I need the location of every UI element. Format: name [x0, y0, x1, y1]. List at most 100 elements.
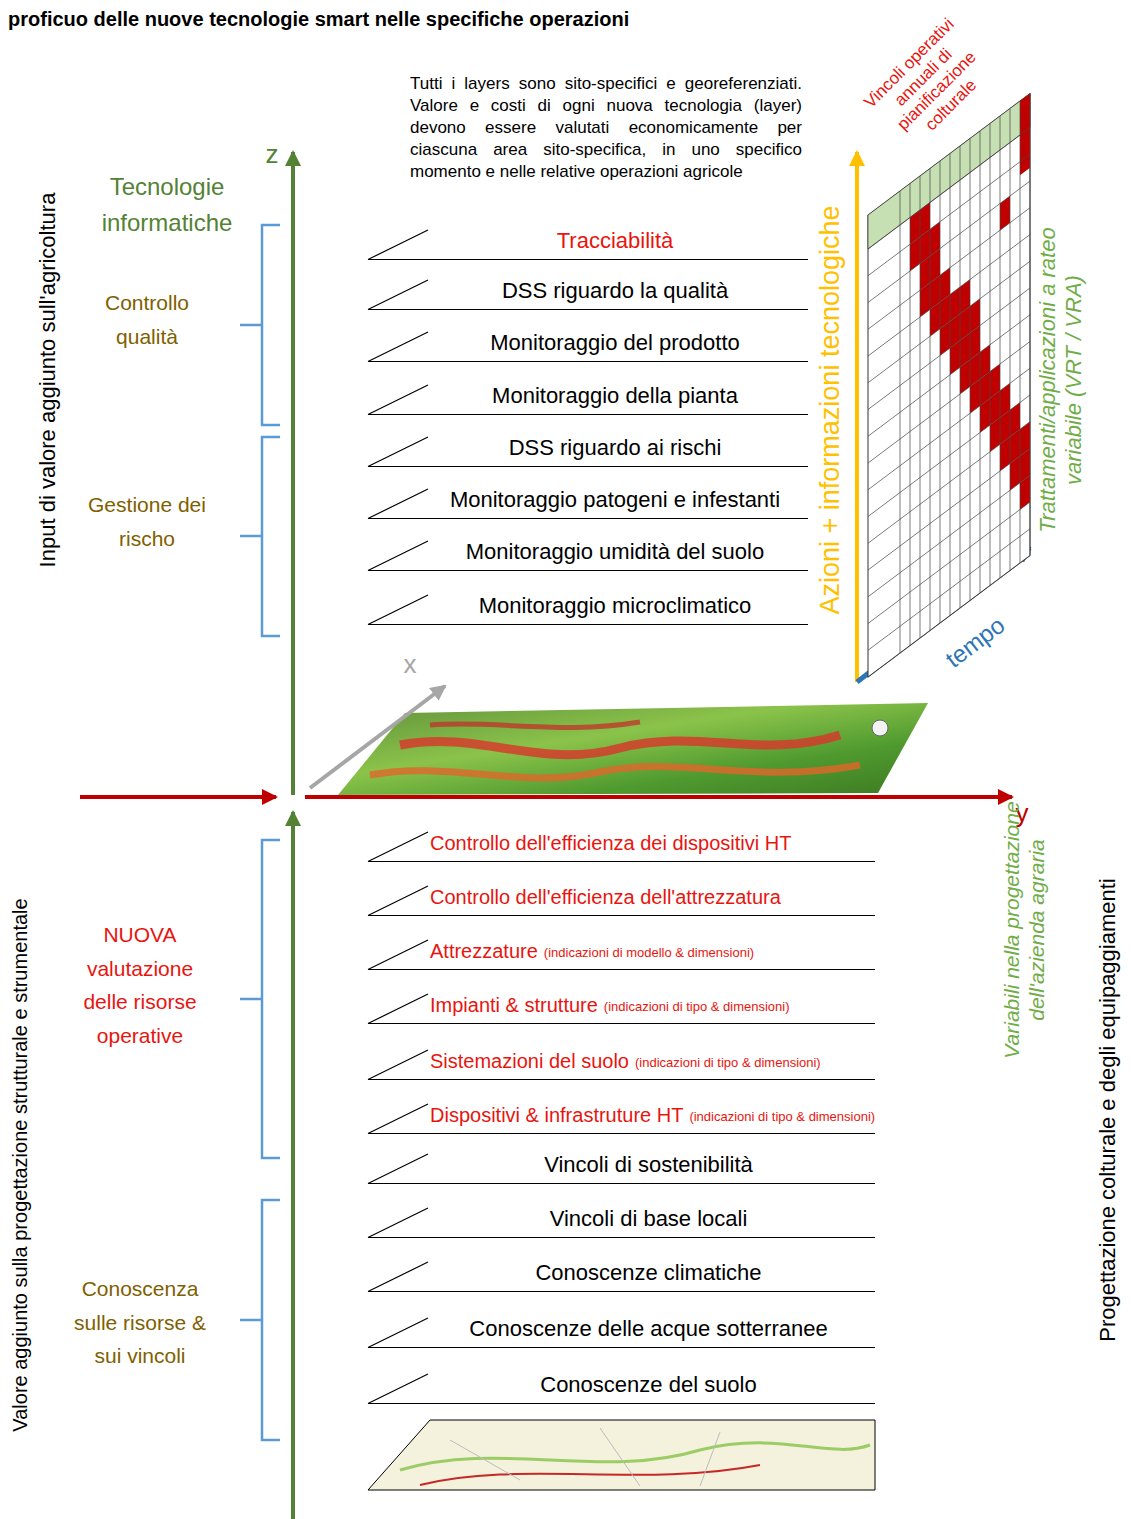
layer-label: Conoscenze climatiche	[535, 1260, 761, 1285]
layer-edge	[368, 940, 875, 970]
chart-col	[930, 169, 931, 631]
chart-frame	[868, 94, 1030, 678]
chart-col	[970, 139, 971, 601]
chart-row	[868, 315, 1030, 437]
layer-note: (indicazioni di modello & dimensioni)	[544, 946, 754, 963]
layer-plane: Conoscenze climatiche	[368, 1248, 875, 1292]
group-label: Controllo qualità	[77, 286, 217, 353]
chart-col	[1020, 101, 1021, 563]
layer-note: (indicazioni di tipo & dimensioni)	[689, 1110, 875, 1127]
layer-plane: Tracciabilità	[368, 216, 808, 260]
diagram-title: proficuo delle nuove tecnologie smart ne…	[8, 8, 629, 31]
chart-col	[1000, 116, 1001, 578]
layer-note: (indicazioni di tipo & dimensioni)	[635, 1056, 821, 1073]
layer-label: Controllo dell'efficienza dei dispositiv…	[430, 832, 791, 855]
chart-row	[868, 422, 1030, 544]
z-axis-lower	[291, 812, 295, 1519]
layer-plane: Vincoli di base locali	[368, 1194, 875, 1238]
layer-label: Vincoli di sostenibilità	[544, 1152, 753, 1177]
chart-row	[868, 395, 1030, 517]
axis-label: Variabili nella progettazione dell'azien…	[999, 780, 1049, 1080]
z-axis	[291, 152, 295, 795]
layer-plane: Attrezzature(indicazioni di modello & di…	[368, 926, 875, 970]
group-label: x	[404, 648, 417, 682]
chart-row	[868, 475, 1030, 597]
chart-col	[980, 131, 981, 593]
chart-row	[868, 181, 1030, 303]
field-map	[338, 703, 928, 795]
chart-row	[868, 128, 1030, 250]
axis-label: Valore aggiunto sulla progettazione stru…	[7, 898, 33, 1431]
layer-label: Monitoraggio della pianta	[492, 383, 738, 408]
layer-plane: Monitoraggio della pianta	[368, 371, 808, 415]
chart-row	[868, 449, 1030, 571]
layer-label: Impianti & strutture	[430, 994, 598, 1017]
layer-plane: Sistemazioni del suolo(indicazioni di ti…	[368, 1036, 875, 1080]
group-label: Conoscenza sulle risorse & sui vincoli	[65, 1272, 215, 1373]
layer-plane: Controllo dell'efficienza dei dispositiv…	[368, 818, 875, 862]
planning-chart	[868, 94, 1030, 678]
layer-plane: Vincoli di sostenibilità	[368, 1140, 875, 1184]
layer-edge	[368, 994, 875, 1024]
layer-plane: Monitoraggio del prodotto	[368, 318, 808, 362]
layer-label: Conoscenze delle acque sotterranee	[469, 1316, 827, 1341]
chart-col	[900, 191, 901, 653]
chart-cell	[1020, 475, 1030, 509]
layer-label: Dispositivi & infrastruture HT	[430, 1104, 683, 1127]
layer-label: DSS riguardo la qualità	[502, 278, 728, 303]
chart-col	[990, 124, 991, 586]
chart-col	[1010, 109, 1011, 571]
layer-plane: Monitoraggio microclimatico	[368, 581, 808, 625]
chart-row	[868, 368, 1030, 490]
y-axis	[305, 795, 1012, 799]
axis-label: tempo	[939, 609, 1011, 674]
layer-label: Controllo dell'efficienza dell'attrezzat…	[430, 886, 781, 909]
layer-plane: Conoscenze del suolo	[368, 1360, 875, 1404]
base-map	[368, 1420, 875, 1490]
layer-edge	[368, 886, 875, 916]
layer-label: Monitoraggio umidità del suolo	[466, 539, 764, 564]
axis-label: Azioni + informazioni tecnologiche	[813, 206, 848, 615]
chart-row	[868, 502, 1030, 624]
chart-row	[868, 342, 1030, 464]
group-label: NUOVA valutazione delle risorse operativ…	[65, 918, 215, 1052]
axis-label: Input di valore aggiunto sull'agricoltur…	[34, 193, 63, 568]
axis-label: Vincoli operativi annuali di pianificazi…	[855, 9, 1006, 160]
axis-label: Progettazione colturale e degli equipagg…	[1094, 878, 1123, 1342]
chart-cell	[1000, 196, 1010, 230]
layer-edge	[368, 1104, 875, 1134]
layer-label: Monitoraggio patogeni e infestanti	[450, 487, 780, 512]
chart-row	[868, 154, 1030, 276]
chart-col	[910, 184, 911, 646]
group-label: Tecnologie informatiche	[82, 169, 252, 241]
action-axis	[855, 152, 859, 682]
group-label: Tutti i layers sono sito-specifici e geo…	[410, 73, 802, 183]
chart-row	[868, 261, 1030, 383]
chart-cell	[1020, 94, 1030, 176]
layer-label: DSS riguardo ai rischi	[509, 435, 722, 460]
group-label: z	[266, 138, 279, 172]
layer-plane: Conoscenze delle acque sotterranee	[368, 1304, 875, 1348]
chart-row	[868, 208, 1030, 330]
layer-label: Tracciabilità	[557, 228, 674, 253]
layer-label: Vincoli di base locali	[550, 1206, 748, 1231]
layer-plane: DSS riguardo la qualità	[368, 266, 808, 310]
x-axis	[310, 686, 445, 788]
brackets	[240, 225, 280, 1440]
group-label: Gestione dei rischo	[77, 488, 217, 555]
layer-edge	[368, 1050, 875, 1080]
layer-plane: Controllo dell'efficienza dell'attrezzat…	[368, 872, 875, 916]
layer-label: Monitoraggio microclimatico	[479, 593, 752, 618]
chart-col	[1030, 94, 1031, 556]
layer-plane: Dispositivi & infrastruture HT (indicazio…	[368, 1090, 892, 1134]
chart-col	[920, 176, 921, 638]
chart-row	[868, 235, 1030, 357]
layer-note: (indicazioni di tipo & dimensioni)	[604, 1000, 790, 1017]
chart-col	[960, 146, 961, 608]
chart-row	[868, 556, 1030, 678]
layer-plane: Monitoraggio patogeni e infestanti	[368, 475, 808, 519]
layer-label: Conoscenze del suolo	[540, 1372, 756, 1397]
layer-plane: DSS riguardo ai rischi	[368, 423, 808, 467]
chart-row	[868, 288, 1030, 410]
layer-plane: Impianti & strutture (indicazioni di tipo…	[368, 980, 875, 1024]
